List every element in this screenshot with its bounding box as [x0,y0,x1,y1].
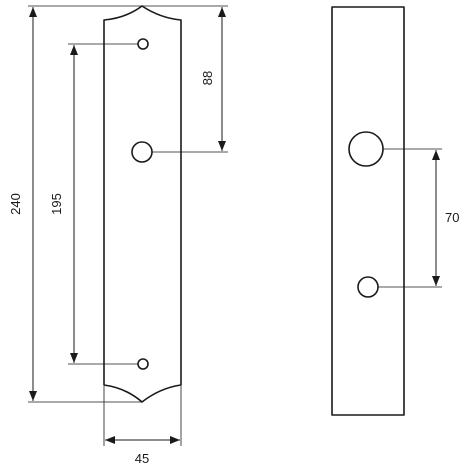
shaped-escutcheon-plate [103,5,182,403]
dimension-top-to-handle: 88 [142,5,228,153]
dimension-width: 45 [103,386,182,466]
small-handle-hole [357,276,379,298]
label-width: 45 [135,451,149,466]
plate-outline [103,5,182,403]
rectangular-escutcheon-plate [331,6,405,416]
label-hole-spacing: 195 [49,193,64,215]
top-screw-hole [137,38,149,50]
handle-hole [131,141,153,163]
label-rect-hole-spacing: 70 [445,210,459,225]
label-overall-height: 240 [8,193,23,215]
dimension-hole-spacing: 195 [49,43,138,365]
dimension-overall-height: 240 [8,5,142,403]
large-cylinder-hole [348,131,384,167]
dimension-rect-hole-spacing: 70 [378,148,459,288]
rect-plate-outline [331,6,405,416]
label-top-to-handle: 88 [200,71,215,85]
bottom-screw-hole [137,358,149,370]
